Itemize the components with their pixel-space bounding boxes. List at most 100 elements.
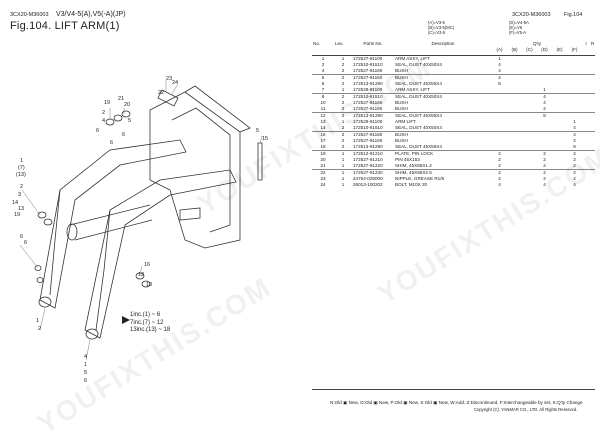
callout: 5: [256, 128, 259, 134]
cell-qty: 4: [573, 125, 576, 130]
callout: 6: [20, 234, 23, 240]
callout: 24: [172, 80, 178, 86]
cell-qty: [522, 131, 537, 138]
parts-list: No. Lev. Parts No. Description Q'ty I R …: [312, 40, 595, 188]
cell-r: [590, 93, 595, 100]
cell-description: PLATE, PIN LOCK: [394, 150, 492, 157]
cell-no: 23: [320, 176, 326, 181]
cell-description: SHIM, 45X65X2.5: [394, 169, 492, 176]
callout: 1: [84, 362, 87, 368]
cell-lev: 2: [341, 144, 345, 149]
cell-no: 4: [321, 68, 325, 73]
cell-description: SEAL, DUST 45X55X4: [394, 112, 492, 119]
cell-lev: 1: [334, 169, 352, 176]
model-code-right: 3CX20-M36003: [512, 12, 551, 18]
cell-no: 12: [312, 112, 334, 119]
cell-qty: [522, 112, 537, 119]
pin-top: [157, 89, 179, 107]
cell-qty: 2: [573, 163, 576, 168]
cell-i: [582, 131, 590, 138]
cell-i: [582, 112, 590, 119]
cell-qty: [492, 112, 507, 119]
cell-r: [590, 74, 595, 81]
cell-no: 6: [321, 81, 325, 86]
cell-i: [582, 150, 590, 157]
cross-tube: [69, 204, 153, 241]
model-code: 3CX20-M36003: [10, 12, 49, 18]
cell-parts-no: 172513-91290: [353, 144, 383, 149]
callout: 4: [84, 354, 87, 360]
table-bottom-rule: [312, 389, 595, 390]
inclusion-notes: 1inc.(1) ~ 6 7inc.(7) ~ 12 13inc.(13) ~ …: [130, 312, 170, 335]
legend-entry: (D)=V4-5A: [509, 20, 529, 25]
col-description: Description: [431, 40, 455, 46]
cell-qty: [507, 169, 522, 176]
cell-parts-no: 172513-91290: [353, 81, 383, 86]
lower-pin-left: [38, 296, 52, 308]
model-variants: V3/V4-5(A),V5(-A)(JP): [56, 11, 126, 18]
callout: 2: [38, 326, 41, 332]
cell-no: 14: [320, 125, 326, 130]
cell-r: [590, 131, 595, 138]
cell-description: SEAL, DUST 45X55X4: [395, 144, 442, 149]
cell-qty: 4: [537, 93, 552, 100]
cell-qty: [492, 93, 507, 100]
cell-qty: [567, 93, 582, 100]
cell-no: 19: [312, 150, 334, 157]
legend-entry: (A)=V3-5: [428, 20, 445, 25]
cell-qty: [567, 112, 582, 119]
legend-entry: (C)=V3-5: [428, 30, 446, 35]
figure-title: Fig.104. LIFT ARM(1): [10, 20, 120, 32]
cell-qty: 8: [573, 144, 576, 149]
cell-lev: 2: [341, 81, 345, 86]
cell-description: ARM ASSY, LIFT: [395, 87, 430, 92]
figure-number-right: Fig.104: [564, 12, 583, 18]
callout: 21: [118, 96, 124, 102]
cell-qty: [552, 74, 567, 81]
cell-qty: 2: [543, 106, 546, 111]
col-no: No.: [313, 40, 321, 46]
col-i: I: [585, 40, 587, 46]
callout: 3: [18, 192, 21, 198]
cell-qty: [507, 112, 522, 119]
cell-qty: 2: [543, 163, 546, 168]
cell-i: [582, 74, 590, 81]
cell-description: SEAL, DUST 40X50X4: [395, 125, 442, 130]
cell-description: BUSH: [395, 138, 408, 143]
cell-description: BUSH: [394, 131, 492, 138]
cell-lev: 2: [341, 62, 345, 67]
cell-qty: 4: [498, 62, 501, 67]
cell-qty: 8: [537, 112, 552, 119]
callout: 12: [138, 272, 144, 278]
qty-col-c: (C): [526, 47, 533, 52]
legend-entry: (E)=V5: [509, 25, 523, 30]
cell-parts-no: 172528-91100: [353, 87, 383, 92]
callout: 2: [102, 110, 105, 116]
bracket-top: [184, 85, 251, 133]
cell-description: SEAL, DUST 40X50X4: [395, 62, 442, 67]
cell-description: NIPPLE, GREASE R1/8: [395, 176, 445, 181]
cell-no: 1: [321, 56, 325, 61]
callout: 1: [20, 158, 23, 164]
bracket-frame: [149, 91, 241, 249]
cell-qty: [537, 74, 552, 81]
cell-description: BUSH: [395, 106, 408, 111]
cell-parts-no: 172510-81510: [352, 93, 394, 100]
cell-no: 11: [320, 106, 326, 111]
cell-qty: 4: [543, 100, 546, 105]
cell-qty: [507, 74, 522, 81]
cell-parts-no: 172527-91230: [352, 169, 394, 176]
col-qty: Q'ty: [532, 40, 542, 46]
cell-lev: 1: [341, 87, 345, 92]
cell-qty: 1: [573, 119, 576, 124]
callout: 6: [96, 128, 99, 134]
cell-lev: 1: [341, 176, 345, 181]
